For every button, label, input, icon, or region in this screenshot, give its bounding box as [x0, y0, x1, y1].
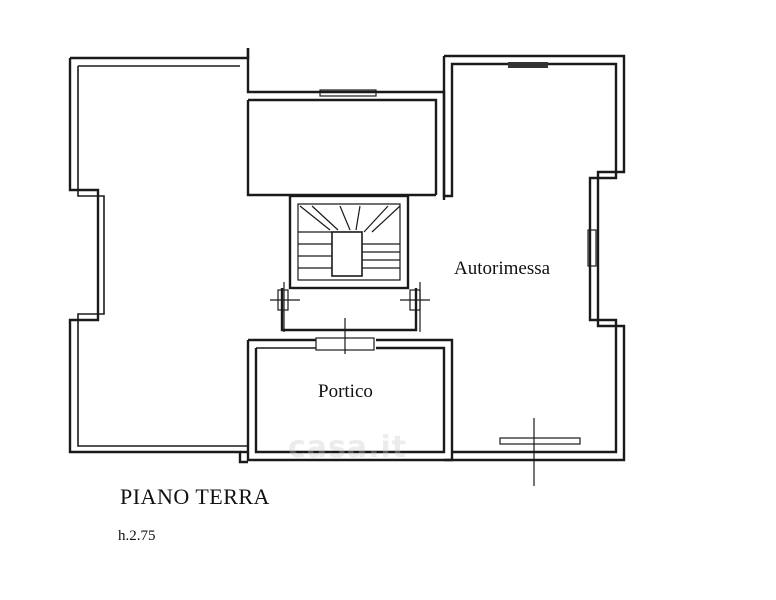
garage-door [499, 437, 581, 445]
floor-height: h.2.75 [118, 528, 156, 544]
watermark: casa.it [288, 430, 408, 465]
garage-side-window [587, 229, 597, 267]
top-window [319, 89, 377, 97]
central-top-block [246, 48, 446, 200]
portico-walls [246, 338, 454, 462]
stair-core [288, 194, 410, 290]
left-wing-walls [68, 48, 250, 464]
room-label-garage: Autorimessa [454, 258, 551, 279]
floor-title: PIANO TERRA [120, 484, 270, 509]
entry-hall [270, 282, 430, 354]
stair-treads [298, 205, 401, 269]
garage-walls [442, 54, 626, 486]
garage-top-window [508, 62, 548, 68]
room-label-porch: Portico [318, 381, 373, 402]
stair-well [331, 231, 363, 277]
